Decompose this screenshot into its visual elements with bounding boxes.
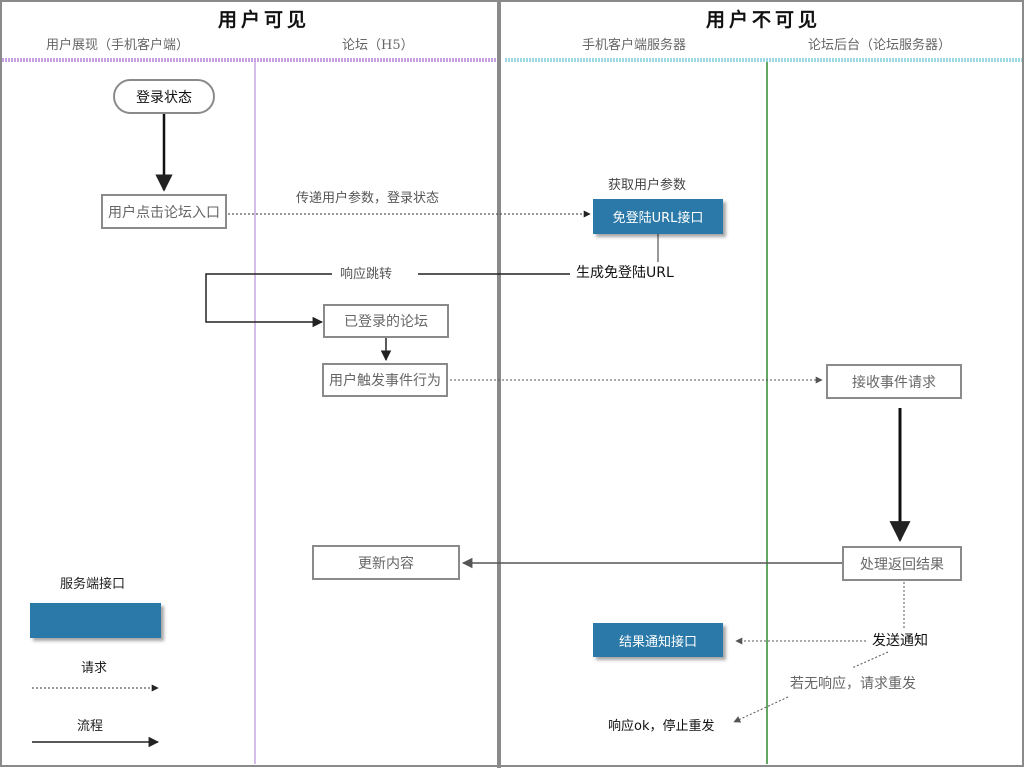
node-result-notify-api: 结果通知接口 [593, 623, 723, 657]
lane-header-client-server: 手机客户端服务器 [582, 38, 687, 53]
node-process-return-result: 处理返回结果 [842, 546, 962, 581]
retry-dotted-upper [851, 651, 889, 669]
edge-label-retry: 若无响应，请求重发 [786, 677, 920, 691]
node-free-login-url-api: 免登陆URL接口 [593, 199, 723, 234]
lane-header-forum-backend: 论坛后台（论坛服务器） [808, 38, 952, 53]
section-title-visible: 用户可见 [218, 9, 311, 31]
edge-label-send-notification: 发送通知 [868, 634, 932, 648]
node-logged-in-forum: 已登录的论坛 [323, 304, 449, 338]
node-update-content: 更新内容 [312, 545, 460, 580]
edge-label-response-ok: 响应ok，停止重发 [604, 720, 719, 733]
label-get-user-params: 获取用户参数 [608, 178, 687, 193]
lane-header-user-display: 用户展现（手机客户端） [46, 38, 190, 53]
legend-label-flow: 流程 [77, 719, 104, 734]
legend-swatch-server-api [30, 603, 161, 638]
section-title-invisible: 用户不可见 [706, 9, 822, 31]
legend-label-server-api: 服务端接口 [60, 577, 126, 592]
retry-dotted-lower [733, 696, 789, 723]
redirect-line-left [205, 273, 332, 328]
node-login-state: 登录状态 [113, 79, 215, 114]
legend-label-request: 请求 [81, 661, 108, 676]
edge-label-response-redirect: 响应跳转 [336, 268, 397, 281]
node-user-trigger-event: 用户触发事件行为 [322, 363, 448, 397]
edge-label-pass-user-params: 传递用户参数，登录状态 [292, 192, 444, 205]
edge-label-generate-free-login-url: 生成免登陆URL [572, 266, 678, 280]
lane-header-forum-h5: 论坛（H5） [342, 38, 414, 53]
node-click-forum-entry: 用户点击论坛入口 [101, 194, 227, 229]
node-receive-event-request: 接收事件请求 [826, 364, 962, 399]
